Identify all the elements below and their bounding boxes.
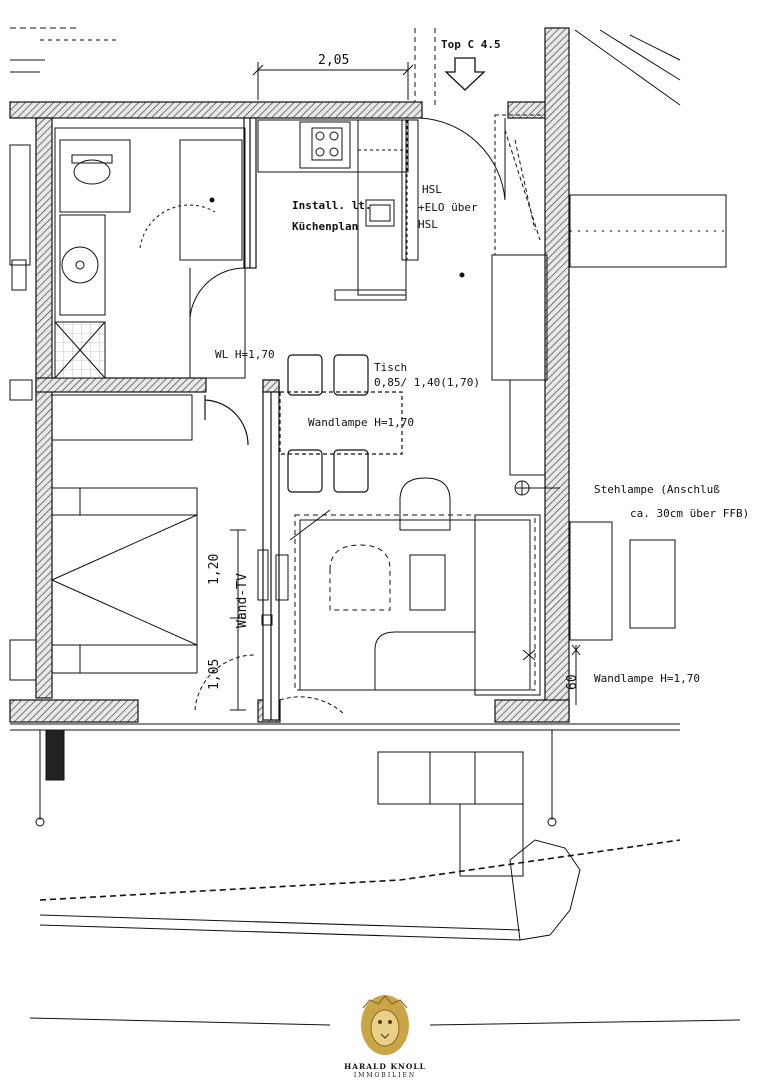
entrance-area [419, 114, 548, 476]
hsl-label-1: HSL [422, 183, 442, 196]
lounge-chair-icon [329, 544, 391, 611]
coffee-table-icon [409, 554, 446, 611]
chair-icon [287, 449, 323, 493]
dim-top-label: 2,05 [318, 53, 349, 68]
kitchen [257, 119, 419, 301]
dining-area [204, 354, 403, 493]
chair-icon [287, 354, 323, 396]
dim-105: 1,05 [207, 659, 222, 690]
floor-lamp-label-1: Stehlampe (Anschluß [594, 483, 720, 496]
hob-icon [311, 127, 343, 161]
table-label: Tisch [374, 361, 407, 374]
dim-120: 1,20 [207, 554, 222, 585]
table-outline [279, 391, 403, 455]
living-area [275, 477, 560, 716]
toilet-icon [73, 159, 111, 185]
dim-60: 60 [565, 674, 580, 690]
hsl-label-2: HSL [418, 218, 438, 231]
logo-name: HARALD KNOLL [344, 1062, 426, 1071]
bathroom [54, 127, 246, 379]
elo-label: +ELO über [418, 201, 478, 214]
wall-lamp-label-2: Wandlampe H=1,70 [594, 672, 700, 685]
washbasin-icon [61, 246, 99, 284]
terrace-edge [10, 723, 680, 827]
tv-icon [257, 549, 269, 601]
bedroom [51, 394, 273, 711]
entrance-arrow-icon [444, 57, 486, 91]
chair-icon [333, 354, 369, 396]
kitchen-note-2: Küchenplan [292, 220, 358, 233]
exterior-lines-bottom [29, 839, 741, 1026]
logo: HARALD KNOLL IMMOBILIEN [344, 995, 426, 1079]
terrace [377, 751, 581, 941]
table-dims: 0,85/ 1,40(1,70) [374, 376, 480, 389]
logo-tagline: IMMOBILIEN [354, 1072, 416, 1079]
chair-icon [333, 449, 369, 493]
floor-lamp-label-2: ca. 30cm über FFB) [630, 507, 749, 520]
dimension-top [252, 62, 414, 100]
walls [9, 27, 570, 723]
apartment-label: Top C 4.5 [441, 38, 501, 51]
wall-lamp-label-1: Wandlampe H=1,70 [308, 416, 414, 429]
right-annex [569, 194, 727, 705]
lion-head-icon [361, 995, 409, 1055]
neighbour-fragment [9, 144, 37, 681]
wall-tv-label: Wand-TV [235, 573, 250, 628]
kitchen-note-1: Install. lt. [292, 199, 371, 212]
sink-icon [365, 199, 395, 227]
exterior-lines-top [10, 27, 681, 106]
armchair-icon [399, 477, 451, 531]
wl-label: WL H=1,70 [215, 348, 275, 361]
